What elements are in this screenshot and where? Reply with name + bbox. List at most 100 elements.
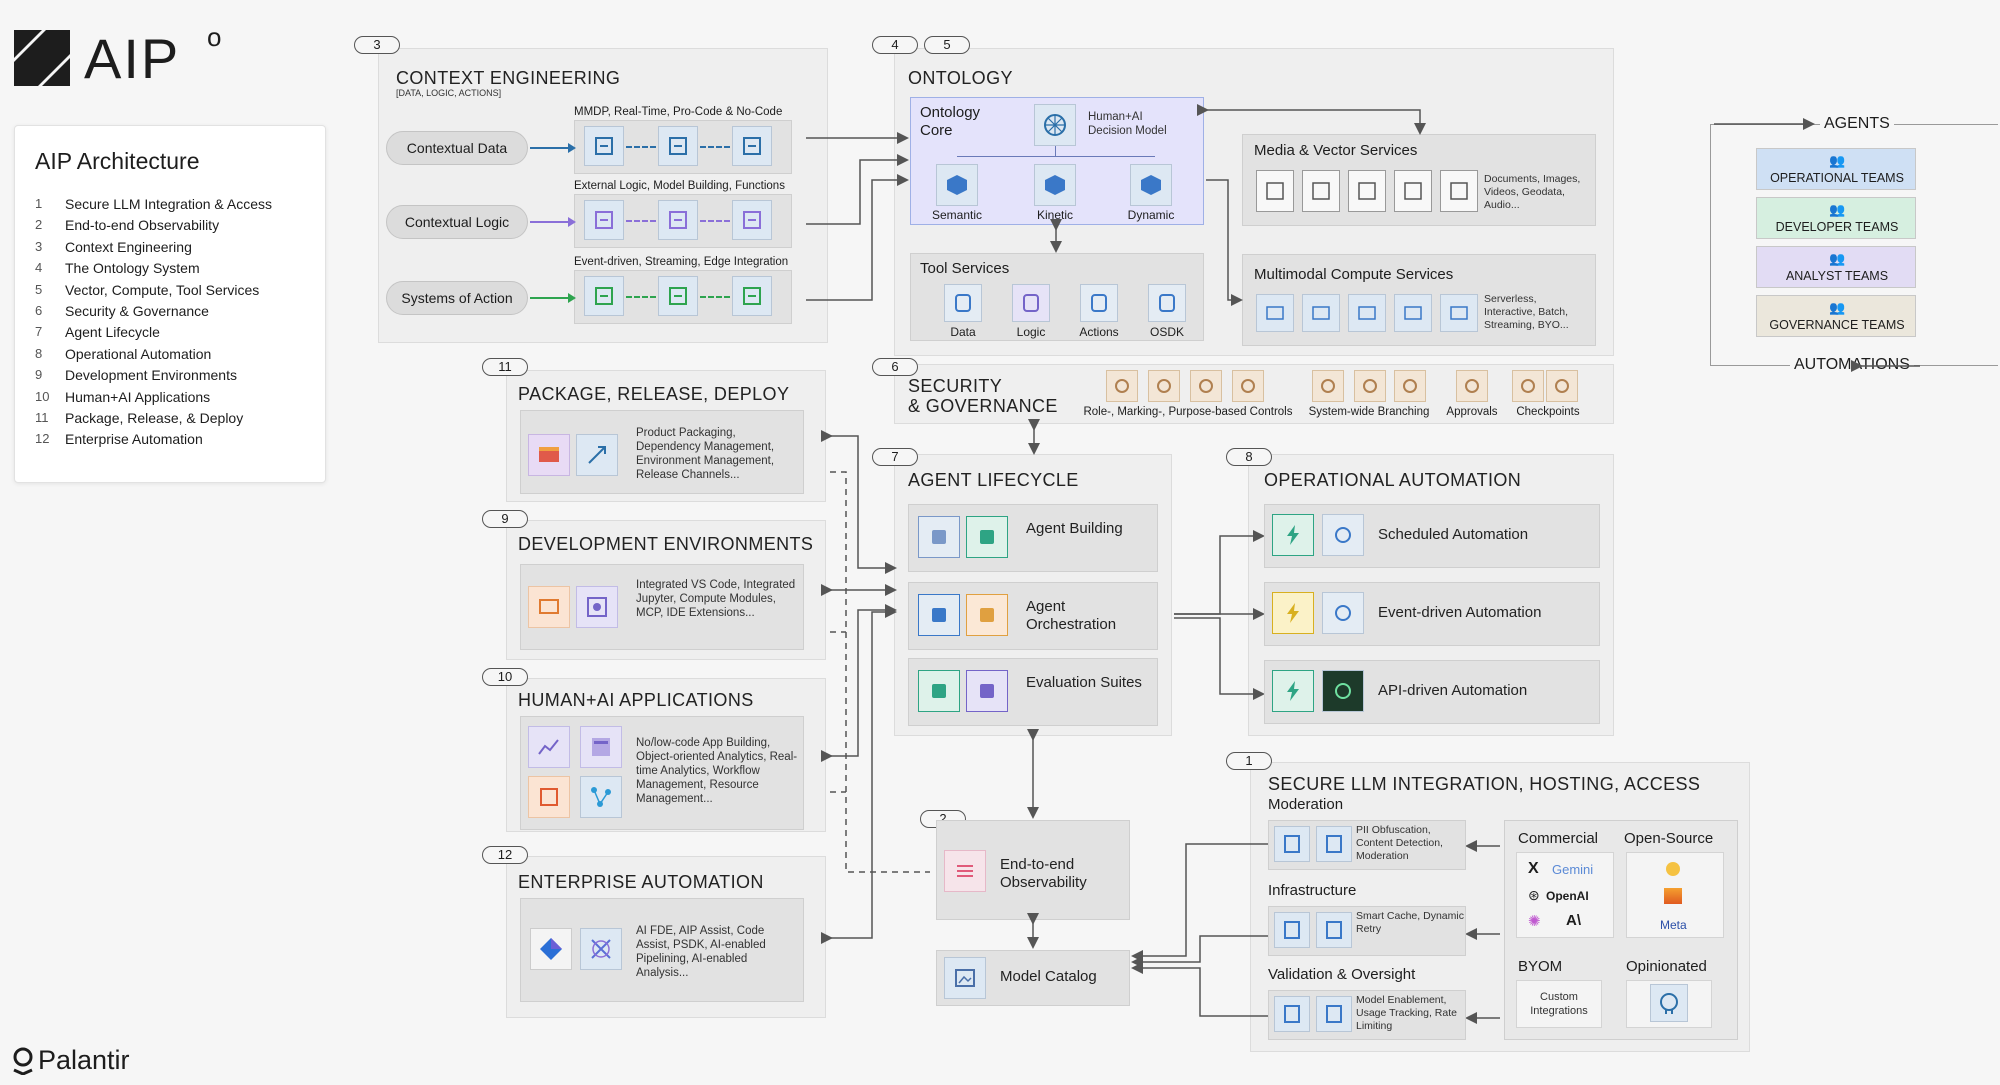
legend-label: Context Engineering	[65, 238, 192, 255]
automations-label: AUTOMATIONS	[1790, 356, 1914, 374]
model-catalog-label: Model Catalog	[1000, 968, 1097, 985]
compute-tile-icon	[1394, 294, 1432, 332]
tool-services-title: Tool Services	[920, 260, 1010, 277]
security-control-icon	[1456, 370, 1488, 402]
tool-label: Actions	[1079, 325, 1119, 339]
legend-label: The Ontology System	[65, 260, 200, 277]
commercial-box	[1516, 852, 1614, 938]
palantir-footer: Palantir	[12, 1045, 130, 1076]
core-semantic-icon[interactable]	[936, 164, 978, 206]
context-dashed-link	[626, 296, 656, 298]
llm-group-icon	[1274, 996, 1310, 1032]
legend-label: Operational Automation	[65, 345, 212, 362]
automation-item[interactable]	[1264, 504, 1600, 568]
team-label: OPERATIONAL TEAMS	[1770, 171, 1904, 185]
tool-label: Data	[950, 325, 976, 339]
aip-logo: AIP o	[12, 22, 232, 90]
dev-desc: Integrated VS Code, Integrated Jupyter, …	[636, 579, 796, 619]
llm-group-desc: Smart Cache, Dynamic Retry	[1356, 910, 1464, 935]
team-people-icon: 👥	[1829, 202, 1846, 217]
tool-osdk-icon[interactable]	[1148, 284, 1186, 322]
automation-item[interactable]	[1264, 582, 1600, 646]
automation-item[interactable]	[1264, 660, 1600, 724]
context-pill[interactable]: Contextual Logic	[386, 205, 528, 239]
tool-label: Logic	[1016, 325, 1046, 339]
tool-data-icon[interactable]	[944, 284, 982, 322]
openai-icon: ⊛	[1528, 887, 1540, 903]
analytics-icon	[528, 726, 570, 768]
llm-group-desc: Model Enablement, Usage Tracking, Rate L…	[1356, 994, 1457, 1032]
context-tile-icon	[584, 126, 624, 166]
team-badge[interactable]: 👥 OPERATIONAL TEAMS	[1756, 148, 1916, 190]
tool-logic-icon[interactable]	[1012, 284, 1050, 322]
legend-label: Vector, Compute, Tool Services	[65, 281, 260, 298]
logo-sup: o	[207, 22, 222, 52]
security-control-icon	[1106, 370, 1138, 402]
agents-label: AGENTS	[1820, 115, 1894, 133]
core-dynamic-icon[interactable]	[1130, 164, 1172, 206]
team-badge[interactable]: 👥ANALYST TEAMS	[1756, 246, 1916, 288]
enterprise-num: 12	[482, 846, 528, 864]
legend-number: 4	[35, 260, 43, 276]
team-people-icon: 👥	[1829, 300, 1846, 315]
media-tile-icon	[1302, 170, 1340, 212]
context-tile-icon	[732, 126, 772, 166]
team-badge[interactable]: 👥DEVELOPER TEAMS	[1756, 197, 1916, 239]
security-control-icon	[1512, 370, 1544, 402]
legend-number: 12	[35, 431, 50, 447]
llm-group-icon	[1274, 912, 1310, 948]
package-desc: Product Packaging, Dependency Management…	[636, 427, 775, 481]
opauto-title: OPERATIONAL AUTOMATION	[1264, 470, 1522, 490]
llm-group-title: Validation & Oversight	[1268, 966, 1416, 983]
team-label: GOVERNANCE TEAMS	[1769, 318, 1905, 332]
opinionated-icon	[1650, 984, 1688, 1022]
package-num: 11	[482, 358, 528, 376]
core-item-label: Semantic	[931, 208, 983, 222]
context-tile-icon	[658, 126, 698, 166]
anthropic-icon: ✺	[1528, 913, 1541, 930]
context-pill[interactable]: Contextual Data	[386, 131, 528, 165]
legend-number: 10	[35, 388, 50, 404]
aip-assist-icon	[580, 928, 622, 970]
core-kinetic-icon[interactable]	[1034, 164, 1076, 206]
compute-title: Multimodal Compute Services	[1254, 266, 1454, 283]
release-icon	[576, 434, 618, 476]
media-desc: Documents, Images, Videos, Geodata, Audi…	[1484, 173, 1581, 211]
agent-item-icon	[918, 670, 960, 712]
opinionated-label: Opinionated	[1626, 958, 1707, 975]
byom-label: BYOM	[1518, 958, 1563, 975]
commercial-label: Commercial	[1518, 830, 1599, 847]
graph-icon	[580, 776, 622, 818]
context-tile-icon	[732, 276, 772, 316]
automation-label: API-driven Automation	[1378, 682, 1528, 699]
legend-title: AIP Architecture	[35, 148, 200, 174]
context-dashed-link	[700, 146, 730, 148]
security-control-icon	[1148, 370, 1180, 402]
security-title-2: & GOVERNANCE	[908, 396, 1058, 416]
logo-text: AIP	[84, 27, 181, 90]
media-title: Media & Vector Services	[1254, 142, 1418, 159]
security-control-icon	[1312, 370, 1344, 402]
context-dashed-link	[700, 220, 730, 222]
security-control-icon	[1232, 370, 1264, 402]
observability-label: End-to-end Observability	[1000, 856, 1087, 891]
legend-number: 2	[35, 217, 43, 233]
team-people-icon: 👥	[1829, 153, 1846, 168]
compute-desc: Serverless, Interactive, Batch, Streamin…	[1484, 293, 1569, 331]
xai-icon: X	[1528, 860, 1539, 877]
context-pill[interactable]: Systems of Action	[386, 281, 528, 315]
legend-number: 6	[35, 303, 43, 318]
llm-group-icon	[1274, 826, 1310, 862]
team-badge[interactable]: 👥 GOVERNANCE TEAMS	[1756, 295, 1916, 337]
agent-item-label: Agent Building	[1026, 520, 1123, 537]
opauto-num: 8	[1226, 448, 1272, 466]
tool-actions-icon[interactable]	[1080, 284, 1118, 322]
agent-num: 7	[872, 448, 918, 466]
legend-label: Development Environments	[65, 367, 237, 384]
palantir-icon	[13, 1047, 33, 1075]
